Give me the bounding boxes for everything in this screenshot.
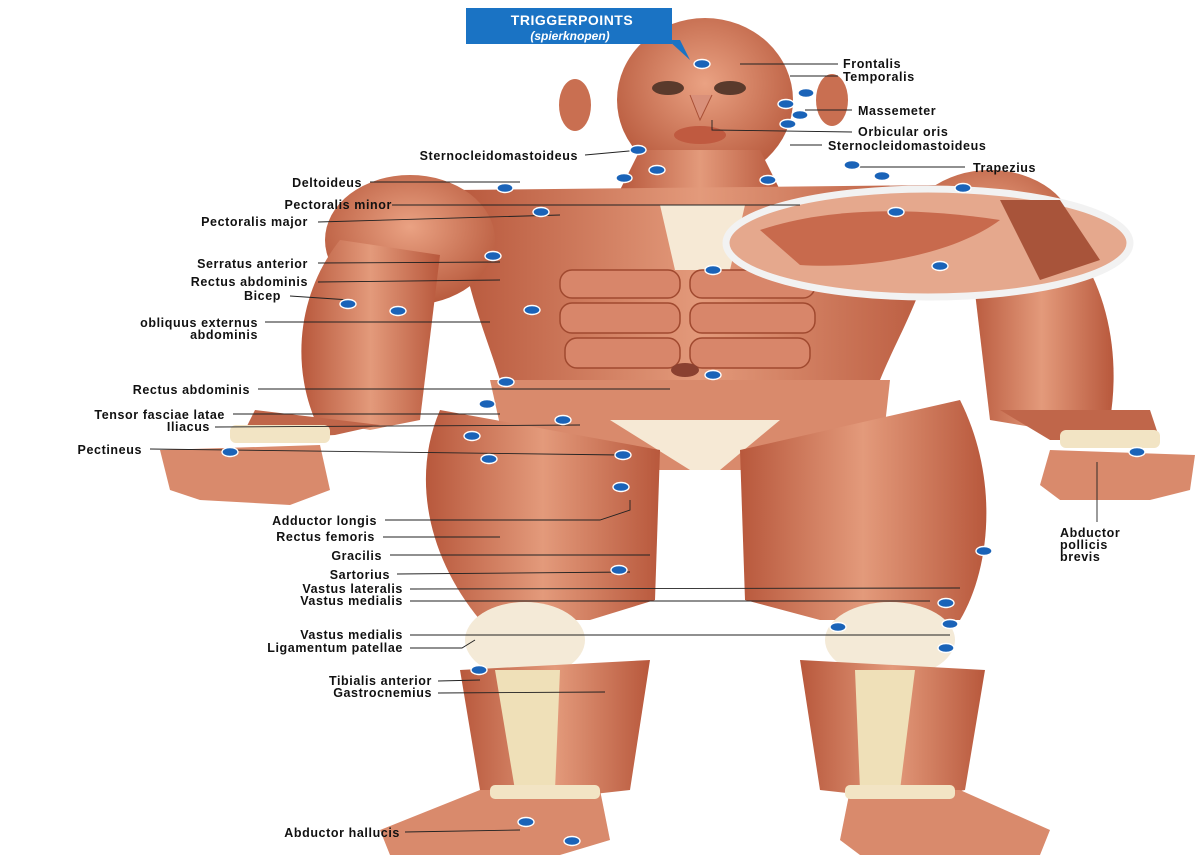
trigger-point xyxy=(485,252,501,261)
wrist-left xyxy=(230,425,330,443)
label-abductor-pollicis-line-3: brevis xyxy=(1060,550,1100,564)
label-trapezius: Trapezius xyxy=(973,161,1036,175)
label-gracilis: Gracilis xyxy=(331,549,382,563)
label-bicep: Bicep xyxy=(244,289,281,303)
hand-left xyxy=(160,445,330,505)
trigger-point xyxy=(1129,448,1145,457)
label-gastrocnemius: Gastrocnemius xyxy=(333,686,432,700)
label-adductor-longis: Adductor longis xyxy=(272,514,377,528)
trigger-point xyxy=(760,176,776,185)
trigger-point xyxy=(942,620,958,629)
hand-right xyxy=(1040,450,1195,500)
trigger-point xyxy=(611,566,627,575)
trigger-point xyxy=(615,451,631,460)
ankle-left xyxy=(490,785,600,799)
trigger-point xyxy=(390,307,406,316)
body-figure xyxy=(160,18,1195,855)
trigger-point xyxy=(340,300,356,309)
trigger-point xyxy=(555,416,571,425)
label-rectus-femoris: Rectus femoris xyxy=(276,530,375,544)
label-pectoralis-major: Pectoralis major xyxy=(201,215,308,229)
label-massemeter: Massemeter xyxy=(858,104,936,118)
mouth xyxy=(674,126,726,144)
label-vastus-medialis-upper: Vastus medialis xyxy=(300,594,403,608)
trigger-point xyxy=(524,306,540,315)
trigger-point xyxy=(830,623,846,632)
label-sartorius: Sartorius xyxy=(330,568,390,582)
label-orbicular-oris: Orbicular oris xyxy=(858,125,948,139)
trigger-point xyxy=(705,266,721,275)
label-iliacus: Iliacus xyxy=(167,420,210,434)
trigger-point xyxy=(874,172,890,181)
trigger-point xyxy=(518,818,534,827)
trigger-point xyxy=(479,400,495,409)
ankle-right xyxy=(845,785,955,799)
label-pectineus: Pectineus xyxy=(78,443,142,457)
trigger-point xyxy=(844,161,860,170)
label-deltoideus: Deltoideus xyxy=(292,176,362,190)
trigger-point xyxy=(471,666,487,675)
eye-right xyxy=(714,81,746,95)
trigger-point xyxy=(497,184,513,193)
label-pectoralis-minor: Pectoralis minor xyxy=(284,198,392,212)
label-temporalis: Temporalis xyxy=(843,70,915,84)
trigger-point xyxy=(630,146,646,155)
trigger-point xyxy=(222,448,238,457)
trigger-point xyxy=(938,644,954,653)
trigger-point xyxy=(616,174,632,183)
trigger-point xyxy=(649,166,665,175)
trigger-point xyxy=(792,111,808,120)
label-rectus-abdominis-lower: Rectus abdominis xyxy=(133,383,250,397)
wrist-right xyxy=(1060,430,1160,448)
ear-left xyxy=(559,79,591,131)
trigger-point xyxy=(464,432,480,441)
eye-left xyxy=(652,81,684,95)
trigger-point xyxy=(938,599,954,608)
trigger-point xyxy=(955,184,971,193)
navel xyxy=(671,363,699,377)
trigger-point xyxy=(888,208,904,217)
trigger-point xyxy=(780,120,796,129)
trigger-point xyxy=(533,208,549,217)
arm-upper-left xyxy=(301,240,440,430)
banner-title: TRIGGERPOINTS xyxy=(511,12,633,28)
trigger-point xyxy=(778,100,794,109)
trigger-point xyxy=(564,837,580,846)
label-abductor-hallucis: Abductor hallucis xyxy=(284,826,400,840)
label-sternocleidomastoideus-left: Sternocleidomastoideus xyxy=(420,149,578,163)
label-serratus-anterior: Serratus anterior xyxy=(197,257,308,271)
trigger-point xyxy=(932,262,948,271)
trigger-point xyxy=(694,60,710,69)
trigger-point xyxy=(798,89,814,98)
label-obliquus-line-2: abdominis xyxy=(190,328,258,342)
label-sternocleidomastoideus-right: Sternocleidomastoideus xyxy=(828,139,986,153)
trigger-point xyxy=(976,547,992,556)
neck xyxy=(620,150,780,190)
banner-subtitle: (spierknopen) xyxy=(530,29,609,43)
trigger-point xyxy=(705,371,721,380)
label-frontalis: Frontalis xyxy=(843,57,901,71)
foot-right xyxy=(840,790,1050,855)
label-vastus-medialis-lower: Vastus medialis xyxy=(300,628,403,642)
trigger-point xyxy=(498,378,514,387)
trigger-point xyxy=(481,455,497,464)
trigger-point xyxy=(613,483,629,492)
label-rectus-abdominis-upper: Rectus abdominis xyxy=(191,275,308,289)
label-ligamentum-patellae: Ligamentum patellae xyxy=(267,641,403,655)
